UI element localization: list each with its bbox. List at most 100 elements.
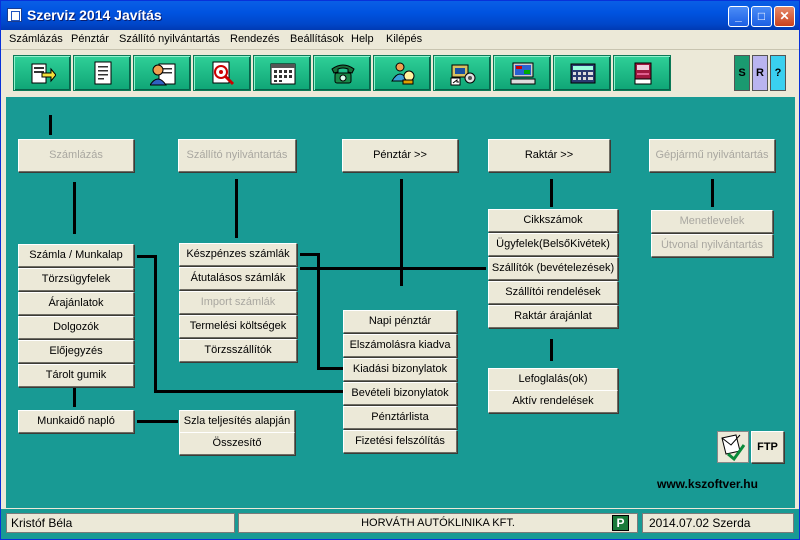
- status-bar: Kristóf Béla HORVÁTH AUTÓKLINIKA KFT. P …: [1, 509, 799, 539]
- szallitoi-rendelesek-button[interactable]: Szállítói rendelések: [488, 281, 618, 304]
- termelesi-koltsegek-button[interactable]: Termelési költségek: [179, 315, 297, 338]
- connector-line: [49, 115, 52, 135]
- import-szamlak-button[interactable]: Import számlák: [179, 291, 297, 314]
- kiadasi-bizonylatok-button[interactable]: Kiadási bizonylatok: [343, 358, 457, 381]
- fizetesi-felszolitas-button[interactable]: Fizetési felszólítás: [343, 430, 457, 453]
- maximize-button[interactable]: □: [751, 6, 772, 27]
- nav-penztar[interactable]: Pénztár >>: [342, 139, 458, 172]
- customer-card-icon: [150, 63, 176, 86]
- ftp-button[interactable]: FTP: [751, 431, 784, 463]
- nav-raktar[interactable]: Raktár >>: [488, 139, 610, 172]
- atutalasos-szamlak-button[interactable]: Átutalásos számlák: [179, 267, 297, 290]
- r-button[interactable]: R: [752, 55, 768, 91]
- connector-line: [137, 420, 178, 423]
- menu-bar: Számlázás Pénztár Szállító nyilvántartás…: [1, 30, 799, 50]
- connector-line: [300, 267, 486, 270]
- search-button[interactable]: [193, 55, 251, 91]
- books-button[interactable]: [613, 55, 671, 91]
- menu-beallitasok[interactable]: Beállítások: [290, 33, 344, 45]
- connector-line: [400, 179, 403, 286]
- telephone-button[interactable]: [313, 55, 371, 91]
- connector-line: [73, 388, 76, 407]
- connector-line: [154, 390, 344, 393]
- osszesito-button[interactable]: Összesítő: [179, 432, 295, 455]
- connector-line: [550, 179, 553, 207]
- calendar-icon: [270, 63, 296, 85]
- torzsugyfelek-button[interactable]: Törzsügyfelek: [18, 268, 134, 291]
- menu-rendezes[interactable]: Rendezés: [230, 33, 280, 45]
- connector-line: [550, 339, 553, 361]
- arajanlatok-button[interactable]: Árajánlatok: [18, 292, 134, 315]
- elszamolasra-kiadva-button[interactable]: Elszámolásra kiadva: [343, 334, 457, 357]
- computer-button[interactable]: [493, 55, 551, 91]
- dolgozok-button[interactable]: Dolgozók: [18, 316, 134, 339]
- settings-machine-icon: [450, 64, 476, 86]
- connector-line: [317, 367, 344, 370]
- nav-gepjarmu[interactable]: Gépjármű nyilvántartás: [649, 139, 775, 172]
- menu-szamlazas[interactable]: Számlázás: [9, 33, 63, 45]
- toolbar: S R ?: [1, 51, 799, 95]
- login-button[interactable]: [13, 55, 71, 91]
- connector-line: [137, 255, 156, 258]
- menu-penztar[interactable]: Pénztár: [71, 33, 109, 45]
- telephone-icon: [331, 64, 355, 84]
- website-link[interactable]: www.kszoftver.hu: [657, 477, 758, 491]
- document-icon: [94, 61, 112, 85]
- napi-penztar-button[interactable]: Napi pénztár: [343, 310, 457, 333]
- calendar-button[interactable]: [253, 55, 311, 91]
- penztarlista-button[interactable]: Pénztárlista: [343, 406, 457, 429]
- elojegyzes-button[interactable]: Előjegyzés: [18, 340, 134, 363]
- menu-kilepes[interactable]: Kilépés: [386, 33, 423, 45]
- munkaido-naplo-button[interactable]: Munkaidő napló: [18, 410, 134, 433]
- calculator-button[interactable]: [553, 55, 611, 91]
- user-search-icon: [391, 62, 415, 85]
- szallitok-bevetelezesek-button[interactable]: Szállítók (bevételezések): [488, 257, 618, 280]
- settings-machine-button[interactable]: [433, 55, 491, 91]
- minimize-button[interactable]: _: [728, 6, 749, 27]
- torzsszallitok-button[interactable]: Törzsszállítók: [179, 339, 297, 362]
- connector-line: [317, 253, 320, 370]
- raktar-arajanlat-button[interactable]: Raktár árajánlat: [488, 305, 618, 328]
- ugyfelek-belsokivetek-button[interactable]: Ügyfelek(BelsőKivétek): [488, 233, 618, 256]
- status-p-badge[interactable]: P: [612, 515, 629, 531]
- status-date: 2014.07.02 Szerda: [642, 513, 794, 533]
- utvonal-nyilvantartas-button[interactable]: Útvonal nyilvántartás: [651, 234, 773, 257]
- login-icon: [31, 63, 56, 84]
- menu-szallito[interactable]: Szállító nyilvántartás: [119, 33, 220, 45]
- connector-line: [154, 255, 157, 393]
- status-company: HORVÁTH AUTÓKLINIKA KFT.: [238, 513, 638, 533]
- cikkszamok-button[interactable]: Cikkszámok: [488, 209, 618, 232]
- help-button[interactable]: ?: [770, 55, 786, 91]
- title-bar: Szerviz 2014 Javítás _ □ ✕: [1, 1, 799, 30]
- tarolt-gumik-button[interactable]: Tárolt gumik: [18, 364, 134, 387]
- books-icon: [634, 62, 652, 85]
- window-title: Szerviz 2014 Javítás: [27, 7, 162, 23]
- s-button[interactable]: S: [734, 55, 750, 91]
- document-button[interactable]: [73, 55, 131, 91]
- mail-send-icon: [721, 434, 746, 462]
- connector-line: [300, 253, 320, 256]
- status-user: Kristóf Béla: [6, 513, 235, 533]
- close-button[interactable]: ✕: [774, 6, 795, 27]
- keszpenzes-szamlak-button[interactable]: Készpénzes számlák: [179, 243, 297, 266]
- calculator-icon: [570, 63, 596, 84]
- nav-szallito[interactable]: Szállító nyilvántartás: [178, 139, 296, 172]
- szla-teljesites-button[interactable]: Szla teljesítés alapján: [179, 410, 295, 433]
- user-search-button[interactable]: [373, 55, 431, 91]
- main-panel: Számlázás Szállító nyilvántartás Pénztár…: [6, 97, 795, 508]
- menu-help[interactable]: Help: [351, 33, 374, 45]
- szamla-munkalap-button[interactable]: Számla / Munkalap: [18, 244, 134, 267]
- beveteli-bizonylatok-button[interactable]: Bevételi bizonylatok: [343, 382, 457, 405]
- customer-card-button[interactable]: [133, 55, 191, 91]
- app-icon: [7, 8, 22, 22]
- menetlevelek-button[interactable]: Menetlevelek: [651, 210, 773, 233]
- aktiv-rendelesek-button[interactable]: Aktív rendelések: [488, 390, 618, 413]
- computer-icon: [510, 62, 536, 85]
- nav-szamlazas[interactable]: Számlázás: [18, 139, 134, 172]
- connector-line: [73, 182, 76, 234]
- lefoglalasok-button[interactable]: Lefoglalás(ok): [488, 368, 618, 391]
- connector-line: [711, 179, 714, 207]
- search-target-icon: [212, 61, 235, 86]
- mail-send-button[interactable]: [717, 431, 749, 463]
